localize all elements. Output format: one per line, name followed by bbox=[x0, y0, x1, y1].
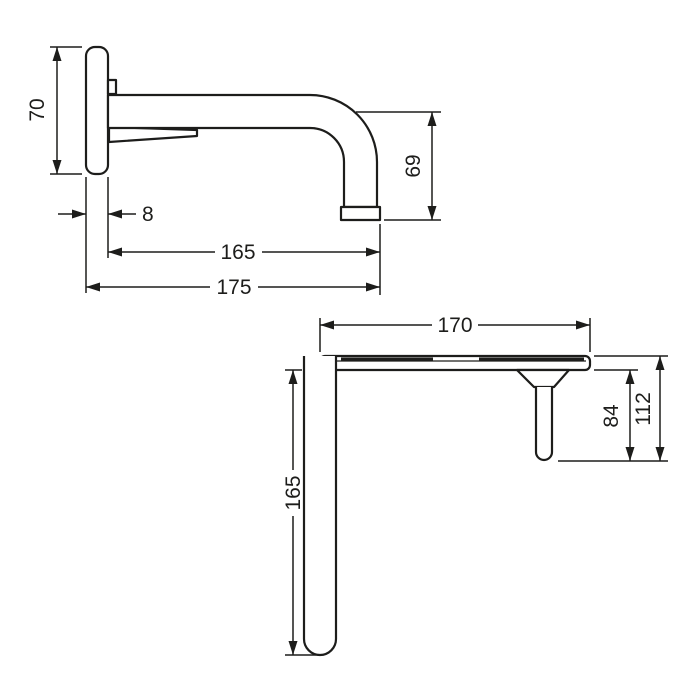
arrow-down bbox=[625, 447, 635, 461]
dim-label-spout-length: 165 bbox=[282, 475, 305, 510]
arrow-left bbox=[108, 209, 122, 219]
arrow-up bbox=[288, 370, 298, 384]
arrow-left bbox=[320, 320, 334, 330]
arrow-up bbox=[655, 356, 665, 370]
arrow-right bbox=[366, 247, 380, 257]
arrow-right bbox=[576, 320, 590, 330]
dim-handle-projection: 84 bbox=[558, 369, 668, 462]
arrow-down bbox=[655, 447, 665, 461]
dim-label-plate-width: 170 bbox=[437, 314, 472, 337]
dim-plate-thickness: 8 bbox=[58, 177, 154, 293]
dim-overall-depth: 175 bbox=[86, 276, 380, 299]
spout-tube bbox=[106, 93, 379, 209]
dim-label-spout-reach: 165 bbox=[220, 241, 255, 264]
aerator-cap bbox=[339, 205, 382, 222]
dim-spout-drop: 69 bbox=[356, 111, 441, 221]
arrow-left bbox=[86, 282, 100, 292]
mixer-lever bbox=[107, 125, 199, 144]
dim-label-handle-projection: 84 bbox=[600, 404, 623, 428]
spout-plan bbox=[302, 356, 338, 657]
arrow-right bbox=[366, 282, 380, 292]
arrow-up bbox=[52, 47, 62, 61]
dim-handle-overall-depth: 112 bbox=[594, 355, 668, 461]
arrow-right bbox=[72, 209, 86, 219]
arrow-up bbox=[625, 370, 635, 384]
dim-label-spout-drop: 69 bbox=[402, 154, 425, 177]
dim-plate-width: 170 bbox=[319, 314, 591, 352]
plan-view: 170 84 112 165 bbox=[282, 314, 668, 657]
arrow-up bbox=[427, 112, 437, 126]
plate-edge-shading-right bbox=[479, 357, 584, 362]
arrow-down bbox=[427, 206, 437, 220]
spout-flange bbox=[106, 78, 118, 96]
dim-label-overall-depth: 175 bbox=[216, 276, 251, 299]
dim-label-plate-thickness: 8 bbox=[142, 203, 154, 226]
arrow-left bbox=[108, 247, 122, 257]
wall-plate-side bbox=[84, 45, 110, 176]
handle-stem bbox=[534, 387, 554, 462]
arrow-down bbox=[288, 641, 298, 655]
dim-plate-height: 70 bbox=[26, 46, 82, 175]
handle-base bbox=[515, 368, 571, 389]
side-view: 70 8 165 175 bbox=[26, 45, 441, 299]
dim-label-plate-height: 70 bbox=[26, 98, 49, 121]
plate-edge-shading-left bbox=[341, 357, 433, 362]
dim-spout-reach: 165 bbox=[108, 224, 381, 295]
dim-label-handle-overall-depth: 112 bbox=[632, 392, 655, 425]
arrow-down bbox=[52, 160, 62, 174]
dim-spout-length: 165 bbox=[282, 369, 316, 656]
